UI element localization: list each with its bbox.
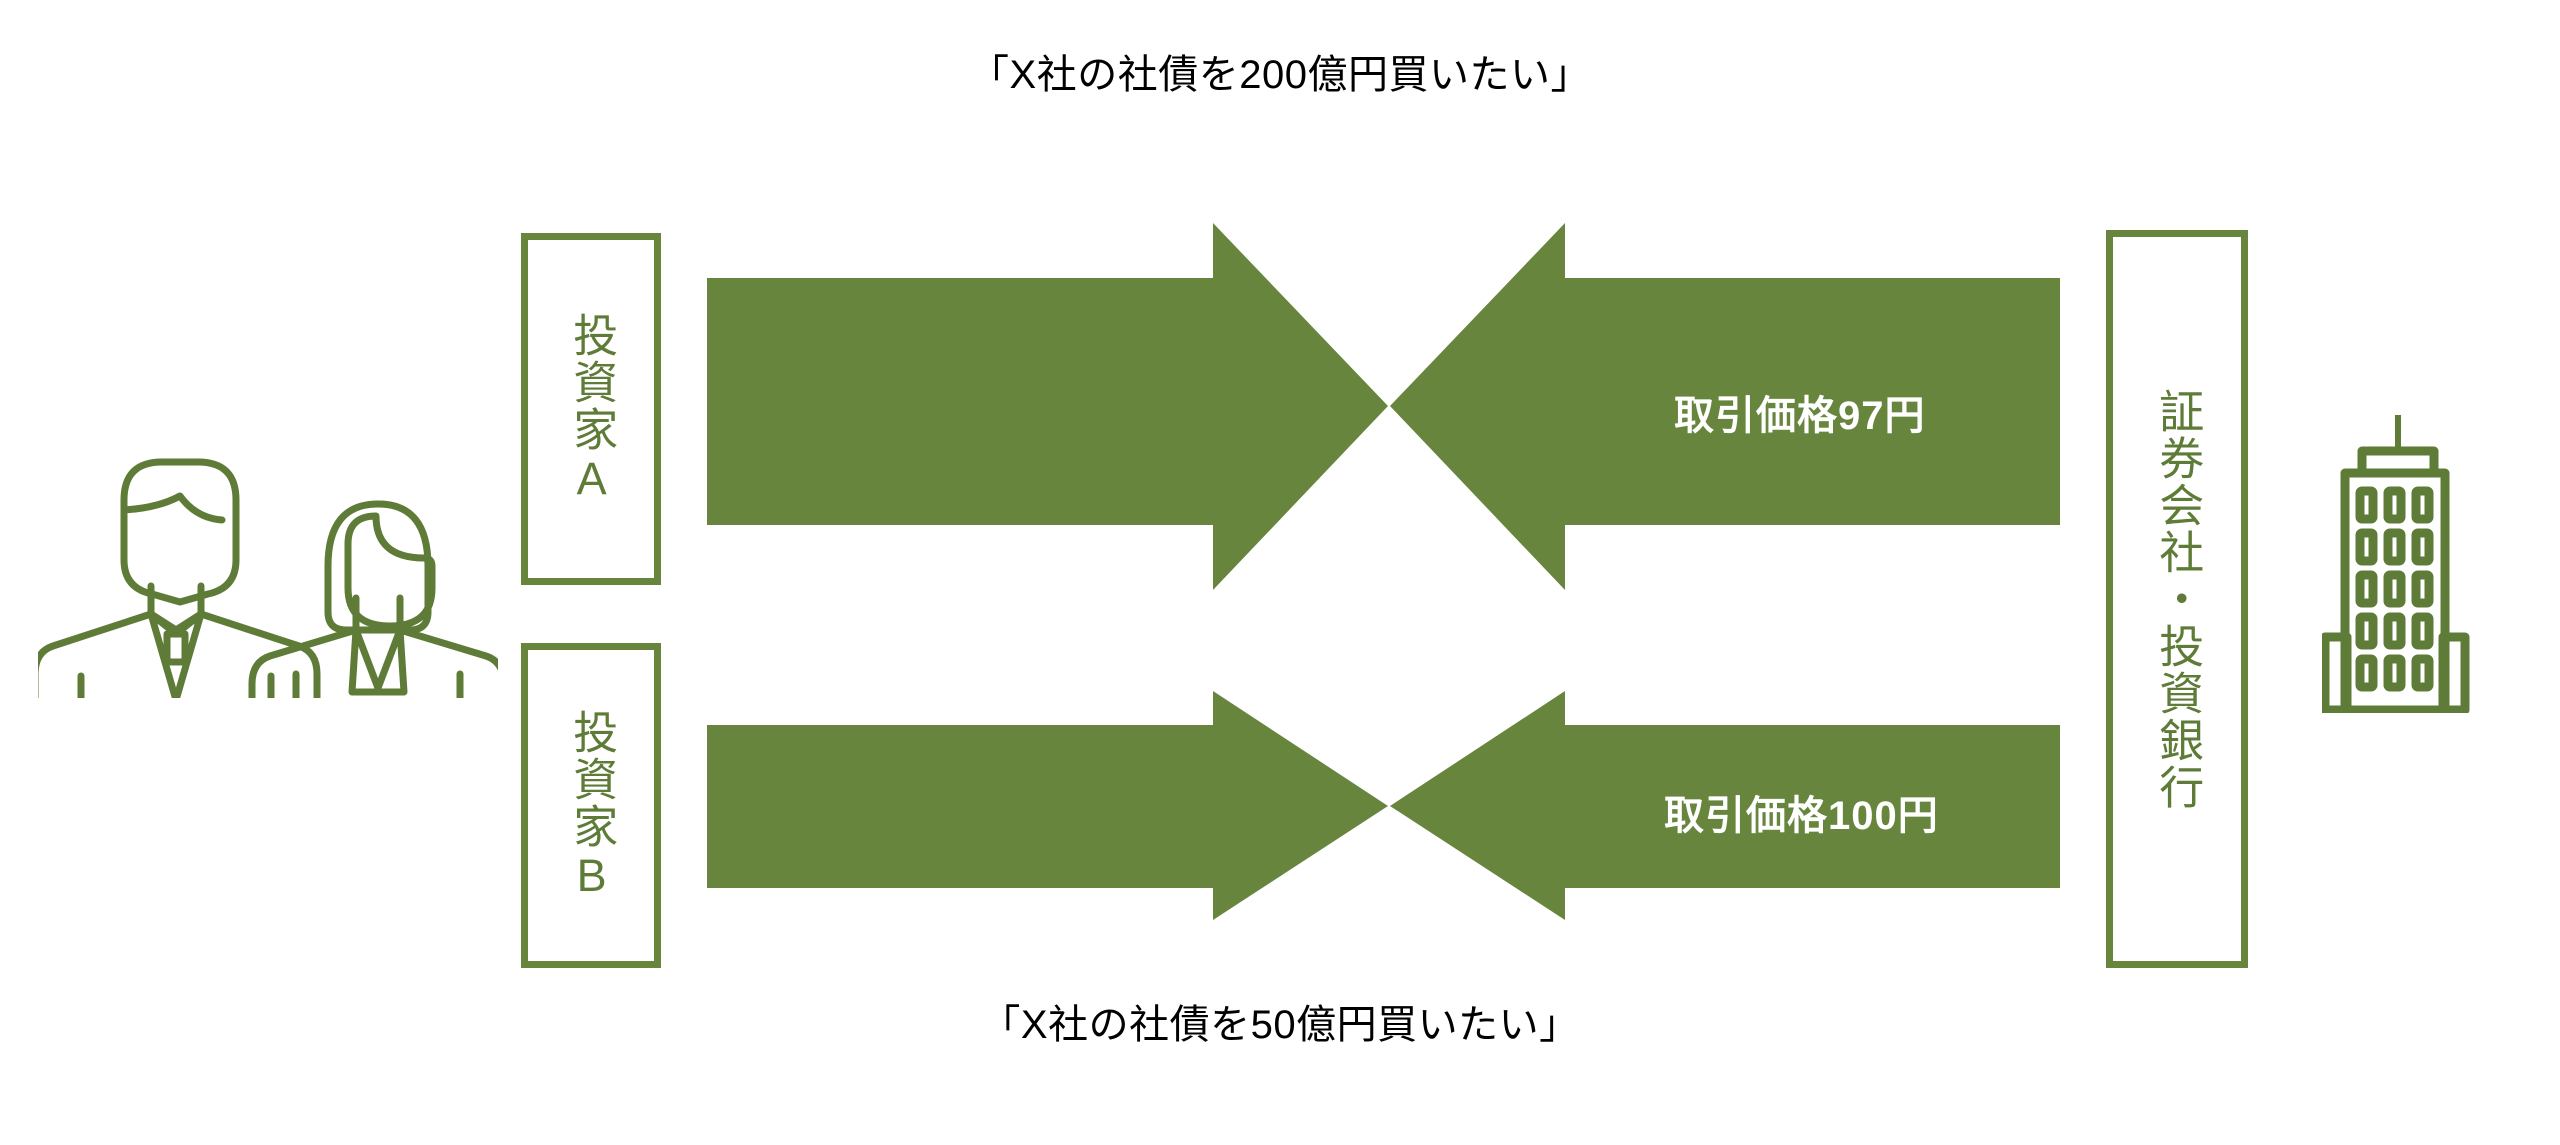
two-people-icon: [31, 448, 508, 724]
arrow-label-price-100: 取引価格100円: [1664, 794, 1939, 838]
office-building-icon: [2320, 413, 2512, 715]
quote-bottom: 「X社の社債を50億円買いたい」: [980, 1003, 1580, 1047]
box-securities-firm-label: 証券会社・投資銀行: [2152, 387, 2204, 811]
arrow-label-price-97: 取引価格97円: [1674, 394, 1926, 438]
arrow-upper-right-pointing: [707, 223, 1388, 590]
box-investor-b-label: 投資家B: [566, 708, 618, 903]
box-investor-a-label: 投資家A: [566, 312, 618, 506]
box-investor-b[interactable]: 投資家B: [521, 643, 661, 968]
quote-top: 「X社の社債を200億円買いたい」: [969, 53, 1591, 97]
box-securities-firm[interactable]: 証券会社・投資銀行: [2106, 230, 2248, 968]
box-investor-a[interactable]: 投資家A: [521, 233, 661, 585]
arrow-lower-right-pointing: [707, 691, 1388, 920]
